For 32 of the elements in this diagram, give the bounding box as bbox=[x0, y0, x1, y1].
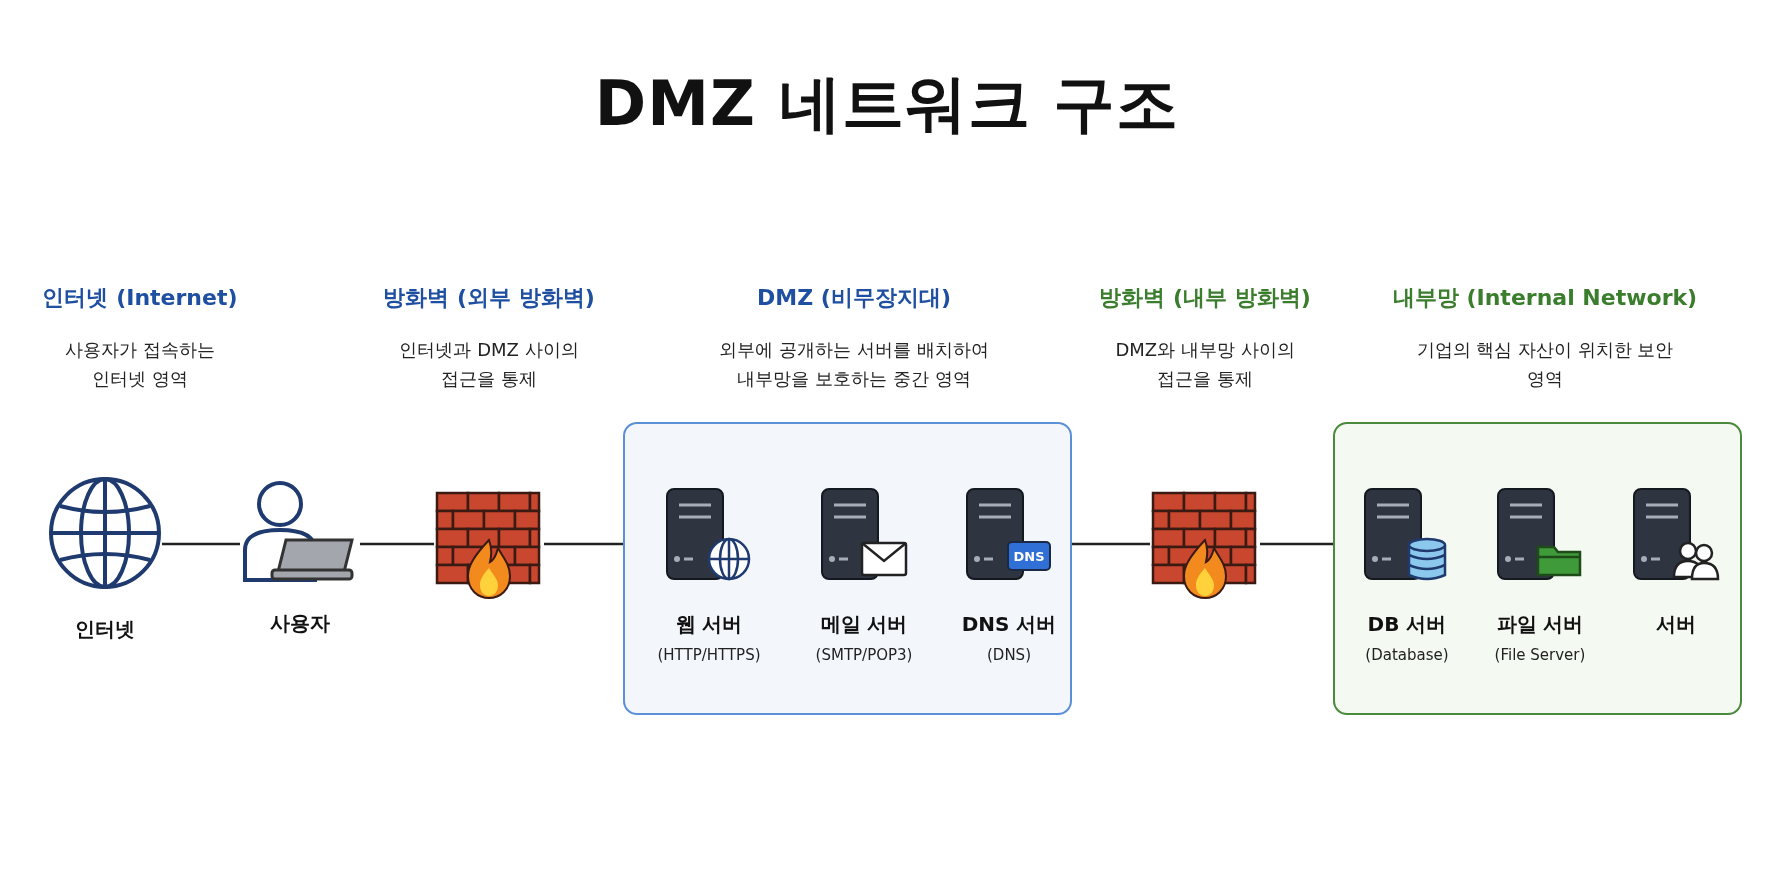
node-label: DB 서버 bbox=[1367, 611, 1447, 638]
diagram-title: DMZ 네트워크 구조 bbox=[593, 66, 1181, 142]
zone-panel bbox=[1333, 422, 1742, 715]
zone-description: 외부에 공개하는 서버를 배치하여 내부망을 보호하는 중간 영역 bbox=[718, 338, 990, 391]
node-label: 인터넷 bbox=[75, 616, 135, 643]
zone-description: 기업의 핵심 자산이 위치한 보안 영역 bbox=[1415, 338, 1675, 391]
node-label: 웹 서버 bbox=[675, 611, 743, 638]
connector-line bbox=[1260, 542, 1333, 546]
zone-heading: 방화벽 (외부 방화벽) bbox=[383, 284, 595, 312]
connector-line bbox=[360, 542, 434, 546]
node-sublabel: (SMTP/POP3) bbox=[815, 646, 913, 664]
zone-heading: DMZ (비무장지대) bbox=[757, 284, 951, 312]
connector-line bbox=[162, 542, 240, 546]
zone-description: 인터넷과 DMZ 사이의 접근을 통제 bbox=[398, 338, 580, 391]
zone-heading: 인터넷 (Internet) bbox=[42, 284, 238, 312]
zone-heading: 방화벽 (내부 방화벽) bbox=[1099, 284, 1311, 312]
zone-panel bbox=[623, 422, 1072, 715]
node-sublabel: (Database) bbox=[1365, 646, 1449, 664]
node-label: DNS 서버 bbox=[961, 611, 1057, 638]
node-sublabel: (File Server) bbox=[1494, 646, 1586, 664]
node-label: 파일 서버 bbox=[1496, 611, 1584, 638]
node-label: 메일 서버 bbox=[820, 611, 908, 638]
node-sublabel: (DNS) bbox=[987, 646, 1031, 664]
zone-description: DMZ와 내부망 사이의 접근을 통제 bbox=[1114, 338, 1296, 391]
dns-badge: DNS bbox=[1007, 541, 1051, 571]
node-label: 서버 bbox=[1656, 611, 1696, 638]
zone-heading: 내부망 (Internal Network) bbox=[1392, 284, 1698, 312]
zone-description: 사용자가 접속하는 인터넷 영역 bbox=[64, 338, 216, 391]
connector-line bbox=[544, 542, 623, 546]
node-label: 사용자 bbox=[270, 610, 330, 637]
connector-line bbox=[1072, 542, 1150, 546]
node-sublabel: (HTTP/HTTPS) bbox=[657, 646, 761, 664]
